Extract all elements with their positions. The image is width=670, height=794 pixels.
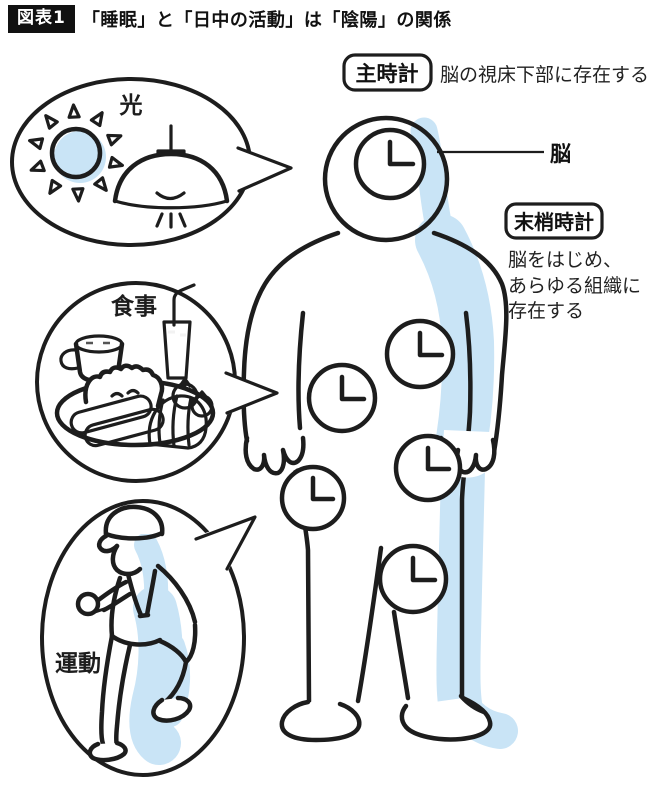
bubble-exercise-label: 運動	[55, 651, 101, 677]
annotation-peripheral-clock: 末梢時計 脳をはじめ、 あらゆる組織に 存在する	[504, 202, 641, 322]
meal-plate-icon	[54, 363, 216, 450]
peripheral-clock-desc-line2: あらゆる組織に	[508, 275, 641, 297]
bubble-meal-label: 食事	[111, 293, 157, 320]
bubble-light: 光	[10, 77, 293, 247]
bubble-meal-tail	[224, 371, 279, 415]
peripheral-clock-label: 末梢時計	[514, 210, 594, 234]
bubble-light-tail	[236, 146, 293, 193]
body-clock-left-mid	[306, 362, 378, 434]
master-clock-label: 主時計	[356, 62, 419, 86]
left-hand	[243, 435, 306, 476]
bubble-exercise: 運動	[40, 499, 257, 777]
body-clock-right-mid	[393, 433, 463, 503]
figure-number-badge: 図表1	[8, 5, 75, 33]
body-figure	[241, 115, 518, 749]
bubble-meal: 食事	[35, 281, 279, 483]
body-clocks	[279, 127, 463, 615]
figure-header: 図表1 「睡眠」と「日中の活動」は「陰陽」の関係	[8, 5, 452, 33]
bubble-exercise-tail	[194, 515, 257, 571]
body-clock-left-hip	[279, 464, 347, 532]
pendant-lamp-icon	[112, 124, 230, 229]
annotation-brain: 脳	[437, 142, 571, 166]
body-clock-head	[353, 127, 427, 201]
annotation-master-clock: 主時計 脳の視床下部に存在する	[342, 53, 649, 92]
figure-title: 「睡眠」と「日中の活動」は「陰陽」の関係	[81, 10, 452, 31]
right-shoe	[399, 695, 493, 742]
master-clock-description: 脳の視床下部に存在する	[440, 64, 649, 86]
body-clock-thigh	[377, 543, 449, 615]
bubble-light-label: 光	[119, 93, 143, 119]
brain-label: 脳	[550, 142, 571, 166]
peripheral-clock-desc-line3: 存在する	[508, 300, 584, 322]
body-clock-chest	[384, 318, 456, 390]
head-outline	[322, 115, 450, 243]
sun-icon	[28, 103, 124, 203]
left-shoe	[279, 699, 362, 743]
peripheral-clock-desc-line1: 脳をはじめ、	[508, 249, 622, 271]
walking-person-icon	[75, 504, 198, 765]
